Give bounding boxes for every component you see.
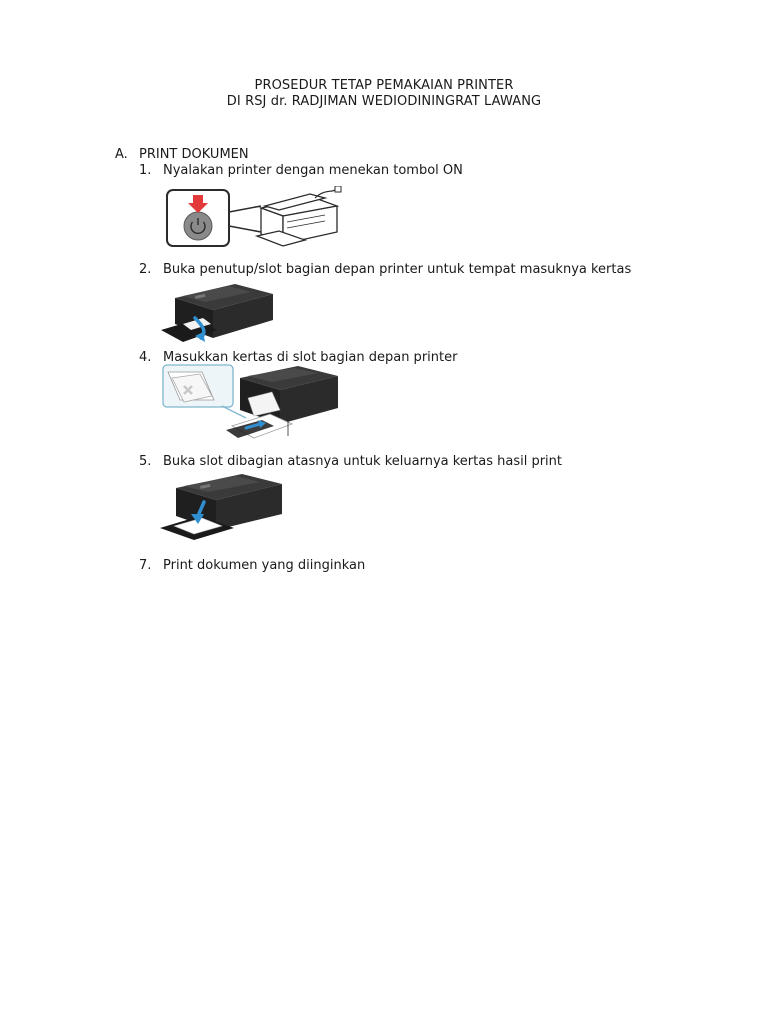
step-1: 1. Nyalakan printer dengan menekan tombol… [139, 163, 463, 179]
step-4: 4. Masukkan kertas di slot bagian depan p… [139, 350, 457, 366]
document-title-line-2: DI RSJ dr. RADJIMAN WEDIODININGRAT LAWAN… [226, 94, 542, 109]
step-text: Buka slot dibagian atasnya untuk keluarn… [163, 454, 563, 469]
step-2: 2. Buka penutup/slot bagian depan printer… [139, 262, 631, 278]
step-5: 5. Buka slot dibagian atasnya untuk kelua… [139, 454, 562, 470]
section-marker: A. [115, 147, 128, 162]
power-button-printer-illustration [165, 186, 345, 250]
step-number: 2. [139, 262, 152, 277]
step-number: 4. [139, 350, 152, 365]
step-text: Masukkan kertas di slot bagian depan pri… [163, 350, 458, 365]
document-title-line-1: PROSEDUR TETAP PEMAKAIAN PRINTER [254, 78, 514, 93]
step-number: 1. [139, 163, 152, 178]
section-heading: PRINT DOKUMEN [139, 147, 249, 162]
step-text: Nyalakan printer dengan menekan tombol O… [163, 163, 463, 178]
step-text: Print dokumen yang diinginkan [163, 558, 366, 573]
step-number: 7. [139, 558, 152, 573]
step-7: 7. Print dokumen yang diinginkan [139, 558, 365, 574]
open-front-cover-illustration [155, 280, 280, 348]
step-text: Buka penutup/slot bagian depan printer u… [163, 262, 632, 277]
step-number: 5. [139, 454, 152, 469]
open-output-tray-illustration [158, 472, 288, 542]
insert-paper-illustration [162, 364, 342, 442]
